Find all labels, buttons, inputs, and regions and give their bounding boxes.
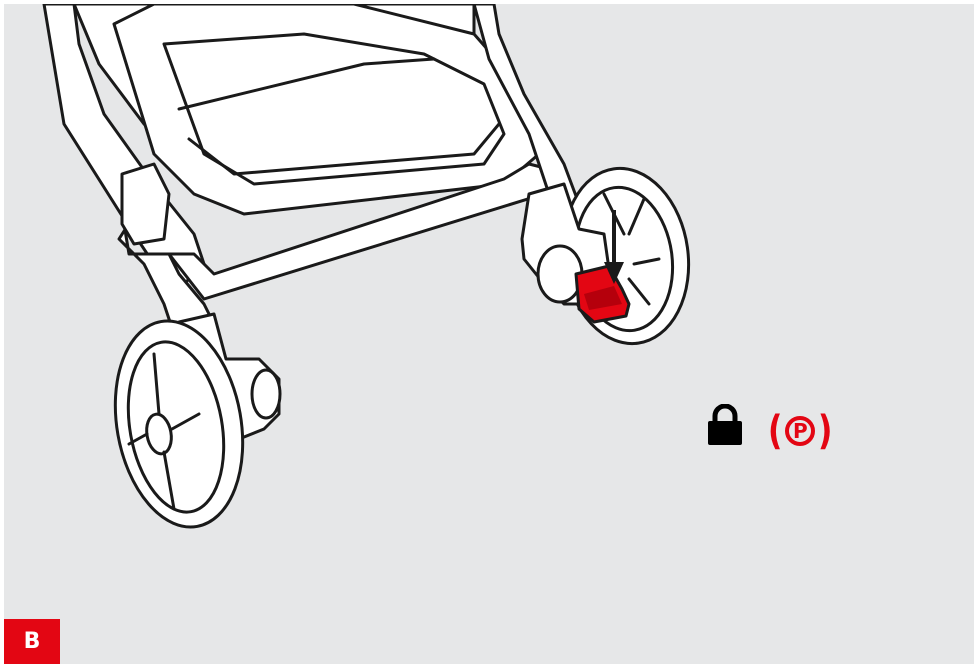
parking-letter: P [793,421,808,441]
step-badge: B [4,619,60,664]
lock-icon [705,404,745,446]
step-label: B [24,629,41,654]
parking-open-paren: ( [768,408,783,454]
stroller-illustration [4,4,974,664]
joint-block [122,164,169,244]
instruction-panel: ( P ) [4,4,974,664]
parking-brake-icon: ( P ) [766,408,835,454]
parking-circle: P [785,416,815,446]
parking-close-paren: ) [818,408,833,454]
front-wheel-hub-cap [252,370,280,418]
